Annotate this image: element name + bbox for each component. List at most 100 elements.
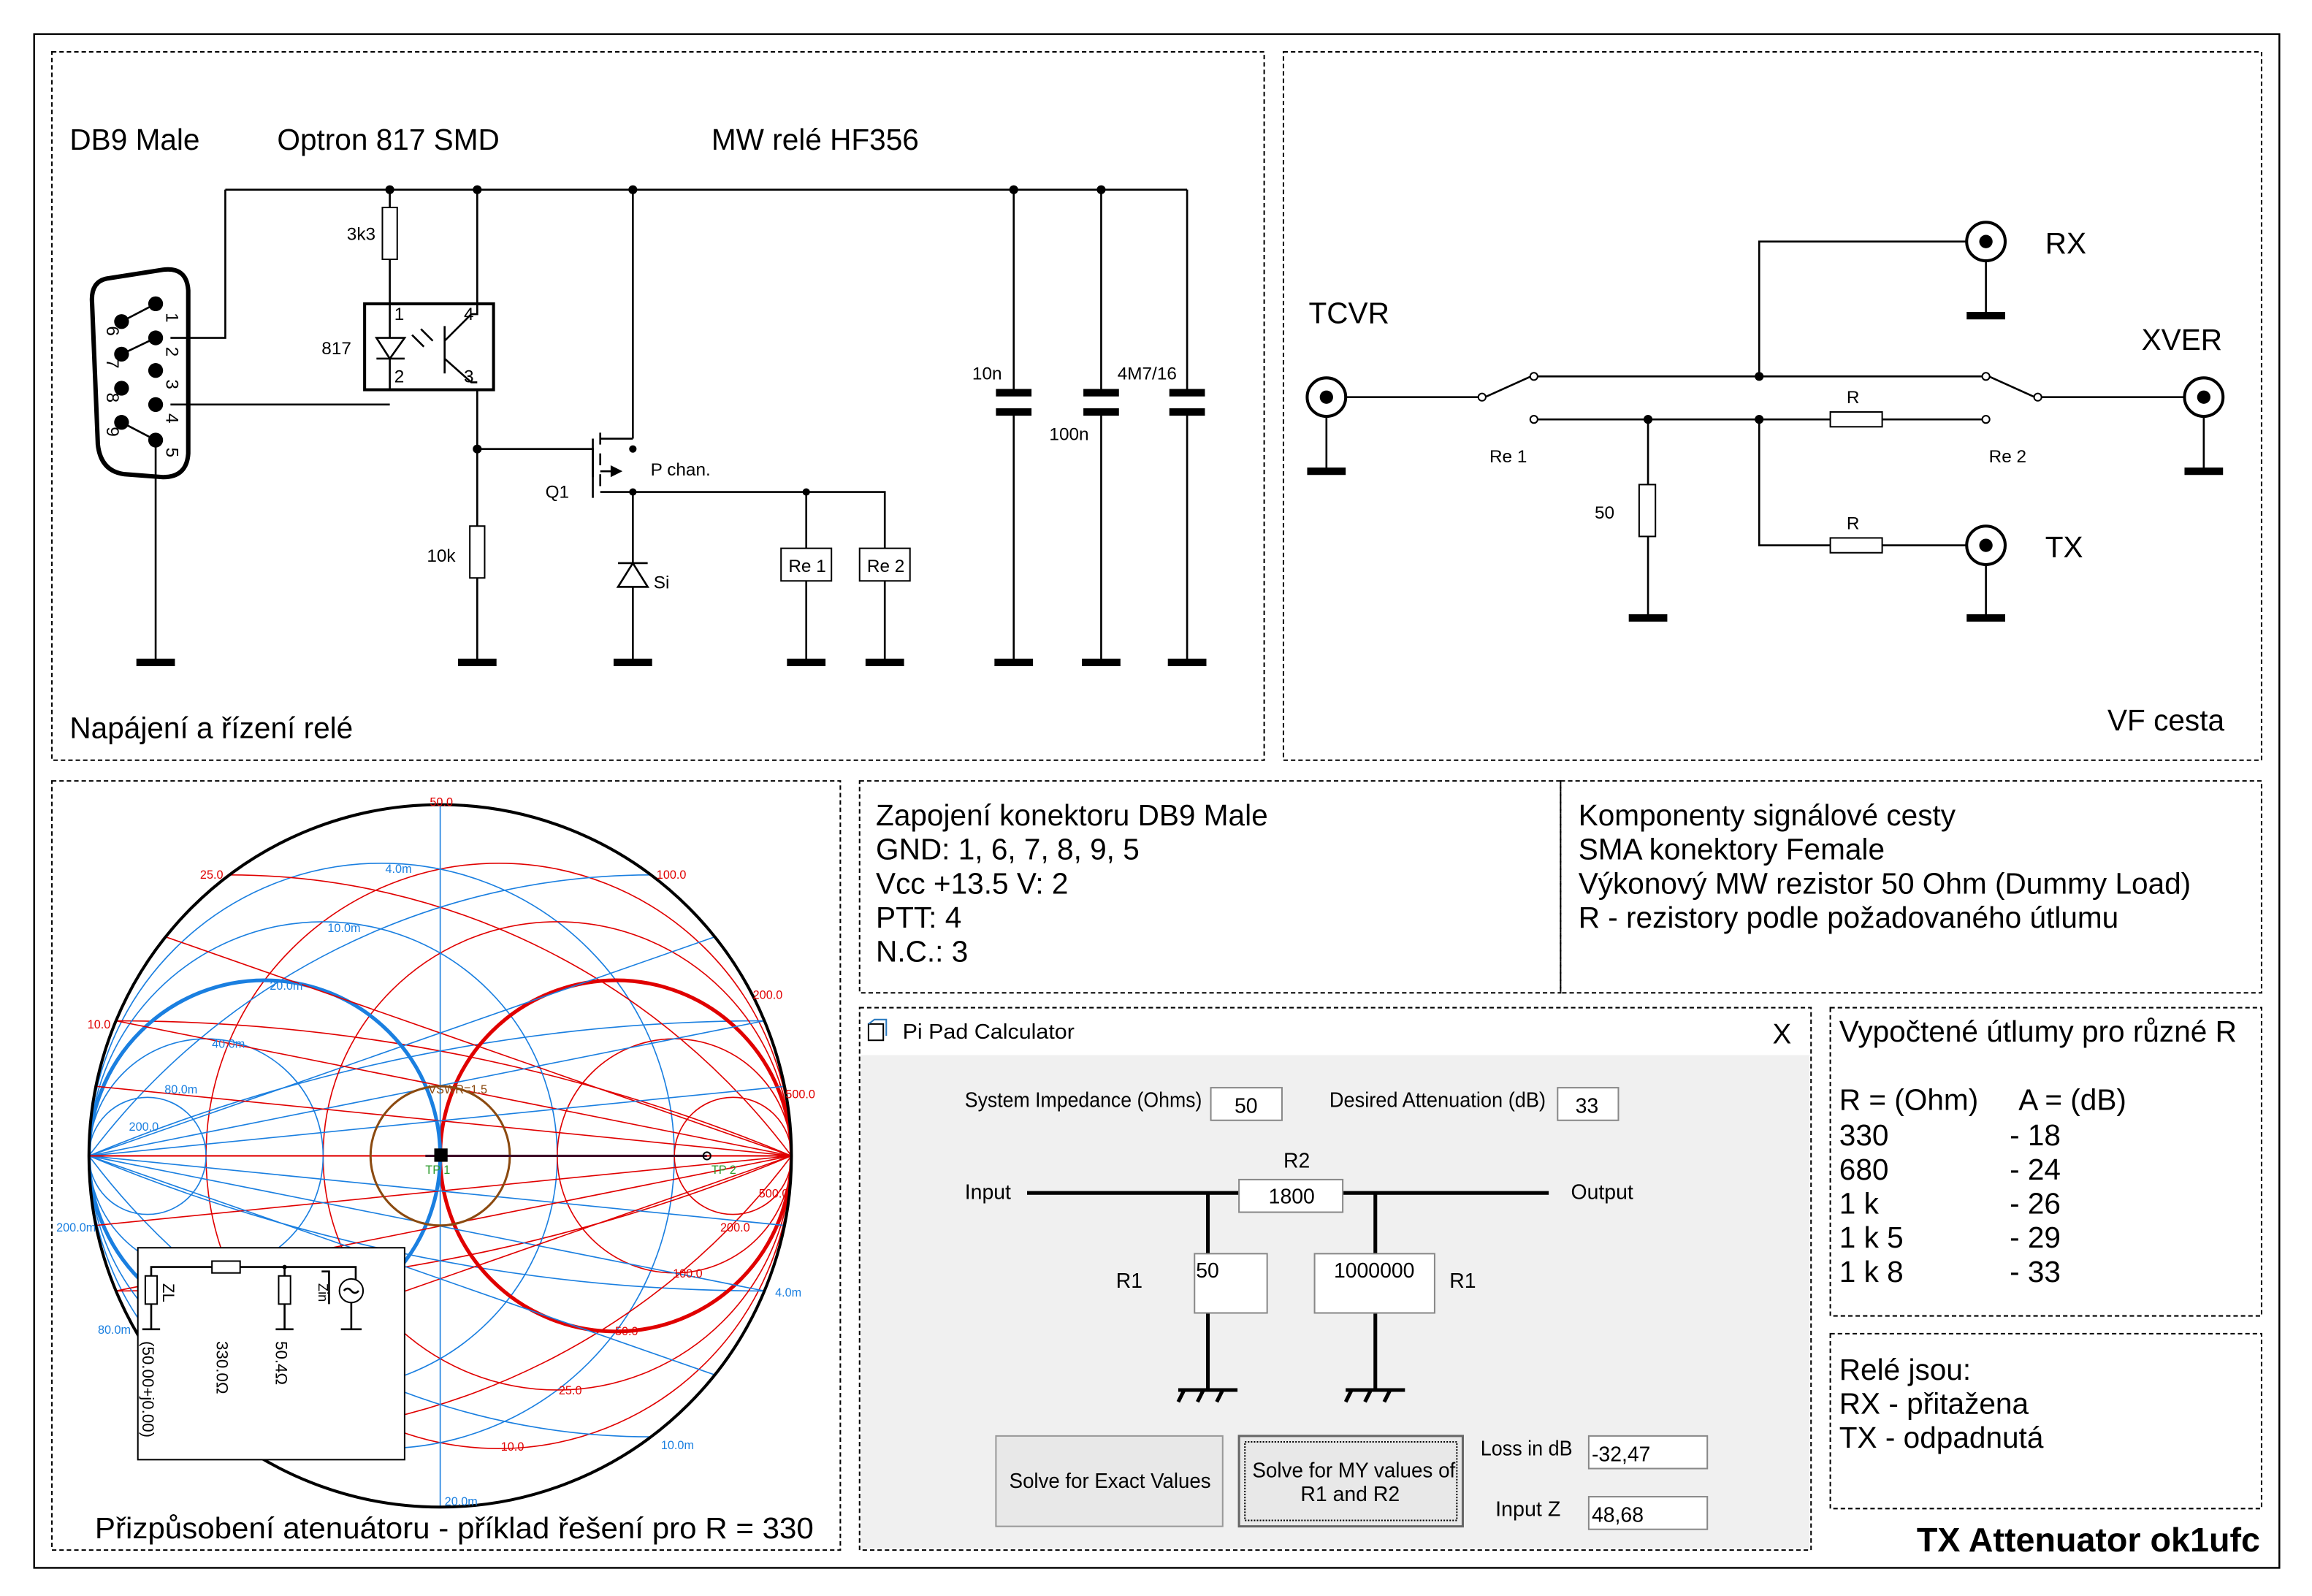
smith-label: 10.0 (88, 1018, 111, 1031)
loss-output[interactable]: -32,47 (1587, 1435, 1709, 1470)
resistor-r-label: R (1847, 388, 1860, 408)
input-z-output[interactable]: 48,68 (1587, 1496, 1709, 1530)
table-row: 1 k 8- 33 (1839, 1255, 2061, 1288)
db9-label: DB9 Male (69, 123, 199, 156)
table-row: 1 k 5- 29 (1839, 1221, 2061, 1254)
db9-info-line: PTT: 4 (876, 901, 961, 934)
opto-ref-label: 817 (321, 339, 351, 359)
close-button[interactable]: X (1772, 1018, 1791, 1050)
relay-re1-label: Re 1 (1489, 447, 1527, 467)
input-label: Input (965, 1180, 1011, 1204)
smith-label: 100.0 (657, 868, 687, 882)
table-header: A = (dB) (2018, 1083, 2126, 1117)
diode-si (616, 561, 650, 588)
resistor-3k3-label: 3k3 (347, 225, 375, 245)
p-channel-label: P chan. (651, 460, 711, 480)
inset-r2-value: 50.4Ω (272, 1341, 290, 1385)
components-line: Výkonový MW rezistor 50 Ohm (Dummy Load) (1579, 866, 2191, 900)
resistor-50-dummy-load (1638, 484, 1657, 538)
smith-label: 200.0 (753, 988, 783, 1001)
opto-pin-label: 1 (394, 305, 405, 324)
db9-pin-label: 8 (102, 393, 122, 403)
relay-title: Relé jsou: (1839, 1353, 1971, 1386)
db9-info-line: N.C.: 3 (876, 935, 968, 969)
inset-zl-value: (50.00+j0.00) (139, 1341, 157, 1437)
r1-right-value: 1000000 (1334, 1259, 1415, 1283)
reactance-arc (115, 1020, 792, 1157)
capacitor-10n-label: 10n (972, 364, 1002, 383)
smith-label: 500.0 (759, 1187, 789, 1200)
resistor-r-tx (1829, 537, 1883, 554)
susceptance-arc (88, 1155, 765, 1292)
svg-text:680: 680 (1839, 1153, 1889, 1186)
solve-my-label-line2: R1 and R2 (1300, 1483, 1400, 1506)
solve-my-values-button[interactable]: Solve for MY values of R1 and R2 (1237, 1435, 1464, 1528)
svg-text:330: 330 (1839, 1118, 1889, 1152)
system-impedance-label: System Impedance (Ohms) (965, 1089, 1202, 1112)
relay-coil-re2-label: Re 2 (867, 557, 904, 576)
solve-exact-label: Solve for Exact Values (1010, 1470, 1211, 1493)
db9-pin-label: 1 (161, 313, 181, 323)
outer-border (33, 33, 2281, 1569)
smith-label: 200.0 (720, 1221, 750, 1234)
smith-label: 50.0 (430, 796, 453, 809)
smith-label: 100.0 (673, 1267, 703, 1280)
panel-components: Komponenty signálové cesty SMA konektory… (1560, 780, 2262, 994)
footer-title: TX Attenuator ok1ufc (1917, 1521, 2260, 1559)
panel-attenuation-table: Vypočtené útlumy pro různé R R = (Ohm) A… (1829, 1007, 2262, 1317)
r1-left-value: 50 (1196, 1259, 1219, 1283)
r2-input[interactable]: 1800 (1238, 1178, 1344, 1213)
solve-exact-button[interactable]: Solve for Exact Values (995, 1435, 1224, 1527)
db9-pin-label: 7 (102, 359, 122, 369)
db9-info-line: Vcc +13.5 V: 2 (876, 866, 1068, 900)
capacitor-100n-label: 100n (1049, 425, 1088, 445)
table-row: 330- 18 (1839, 1118, 2061, 1152)
relay-line: RX - přitažena (1839, 1386, 2029, 1420)
db9-pin-label: 3 (161, 379, 181, 389)
panel-db9-info: Zapojení konektoru DB9 Male GND: 1, 6, 7… (858, 780, 1562, 994)
smith-label: 10.0m (327, 922, 360, 935)
attenuation-input[interactable]: 33 (1557, 1087, 1619, 1121)
resistor-10k (469, 525, 486, 579)
r1-right-input[interactable]: 1000000 (1313, 1253, 1435, 1314)
input-z-label: Input Z (1495, 1497, 1560, 1521)
rx-label: RX (2045, 226, 2086, 260)
loss-value: -32,47 (1592, 1443, 1651, 1466)
opto-pin-label: 2 (394, 367, 405, 386)
panel-relay-state: Relé jsou: RX - přitažena TX - odpadnutá (1829, 1332, 2262, 1510)
input-z-value: 48,68 (1592, 1504, 1644, 1527)
opto-pin-label: 3 (464, 367, 474, 386)
relay-coil-re2 (858, 547, 911, 582)
r1-right-label: R1 (1449, 1269, 1476, 1293)
svg-text:- 33: - 33 (2010, 1255, 2061, 1288)
smith-label: 25.0 (200, 868, 224, 882)
system-impedance-input[interactable]: 50 (1210, 1087, 1283, 1121)
db9-info-line: GND: 1, 6, 7, 8, 9, 5 (876, 833, 1140, 866)
smith-label: 80.0m (164, 1083, 197, 1096)
smith-label: 20.0m (270, 980, 302, 993)
relay-line: TX - odpadnutá (1839, 1421, 2044, 1454)
opto-pin-label: 4 (464, 305, 474, 324)
tp2-marker (702, 1151, 711, 1161)
smith-labels: 50.0 25.0 100.0 4.0m 10.0m 20.0m 10.0 20… (56, 796, 815, 1509)
table-row: 680 - 24 (1839, 1153, 2061, 1186)
smith-label: 10.0 (501, 1440, 524, 1454)
optron-label: Optron 817 SMD (277, 123, 499, 156)
db9-pin-label: 4 (161, 413, 181, 424)
app-icon (867, 1018, 888, 1042)
attenuation-value: 33 (1576, 1095, 1599, 1118)
svg-text:- 24: - 24 (2010, 1153, 2061, 1186)
relay-re2-label: Re 2 (1989, 447, 2026, 467)
q1-label: Q1 (546, 483, 569, 503)
tp2-label: TP 2 (711, 1164, 736, 1177)
db9-pin-label: 9 (102, 427, 122, 437)
solve-my-label-line1: Solve for MY values of (1252, 1459, 1455, 1483)
smith-label: 80.0m (98, 1324, 131, 1337)
r1-left-input[interactable]: 50 (1194, 1253, 1268, 1314)
susceptance-arc (88, 874, 652, 1156)
capacitor-4m7-label: 4M7/16 (1118, 364, 1177, 383)
relay-coil-re1 (780, 547, 833, 582)
resistor-50-label: 50 (1595, 503, 1614, 523)
inset-r1-value: 330.0Ω (213, 1341, 231, 1394)
